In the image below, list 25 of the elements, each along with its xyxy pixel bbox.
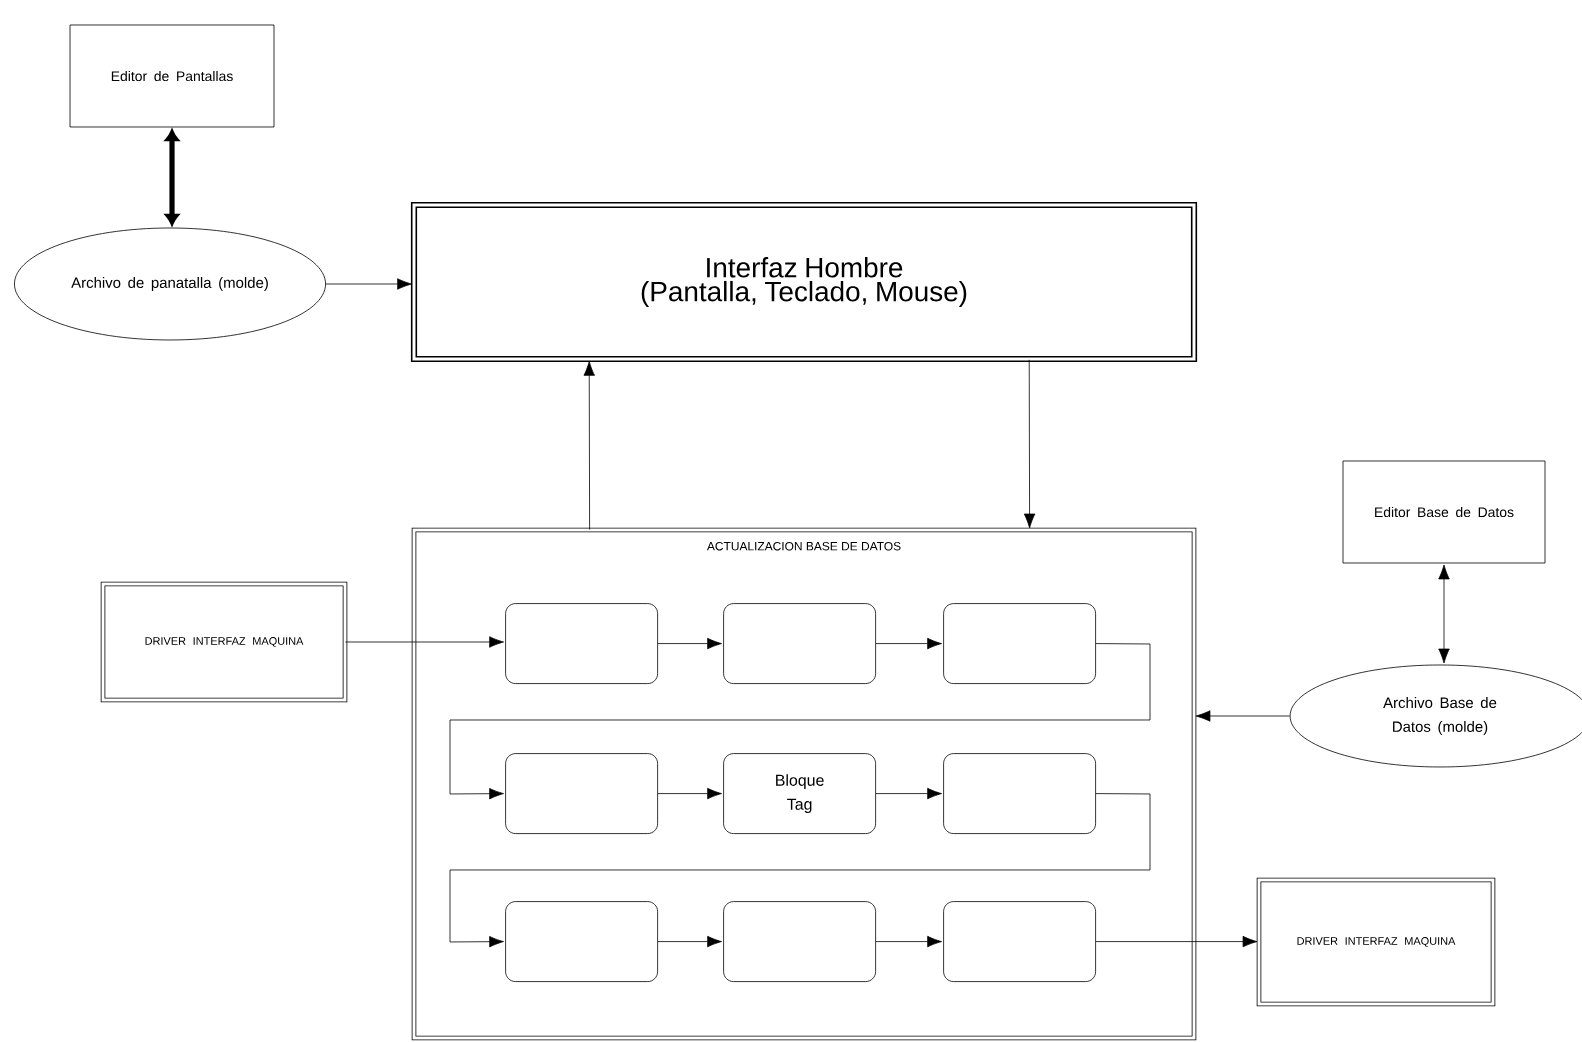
arrow <box>657 637 722 650</box>
arrow <box>875 787 942 800</box>
process-box <box>505 901 658 982</box>
arrow <box>1195 710 1291 722</box>
process-box <box>943 603 1096 684</box>
arrow <box>1023 359 1036 529</box>
arrow <box>1438 564 1450 664</box>
arrow <box>583 361 595 530</box>
arrow <box>657 787 722 800</box>
arrow <box>875 935 942 948</box>
process-box <box>723 603 876 684</box>
arrow <box>165 129 179 226</box>
process-box <box>505 603 658 684</box>
arrow <box>875 637 942 650</box>
arrow <box>325 278 412 290</box>
arrow <box>449 643 1151 800</box>
arrow <box>345 636 504 648</box>
process-box <box>723 901 876 982</box>
process-box <box>943 901 1096 982</box>
process-box <box>505 753 658 834</box>
process-box <box>943 753 1096 834</box>
arrow <box>449 793 1151 948</box>
interface-box: Interfaz Hombre (Pantalla, Teclado, Mouse) <box>410 201 1198 363</box>
arrow <box>1095 935 1258 948</box>
arrow <box>657 935 722 948</box>
